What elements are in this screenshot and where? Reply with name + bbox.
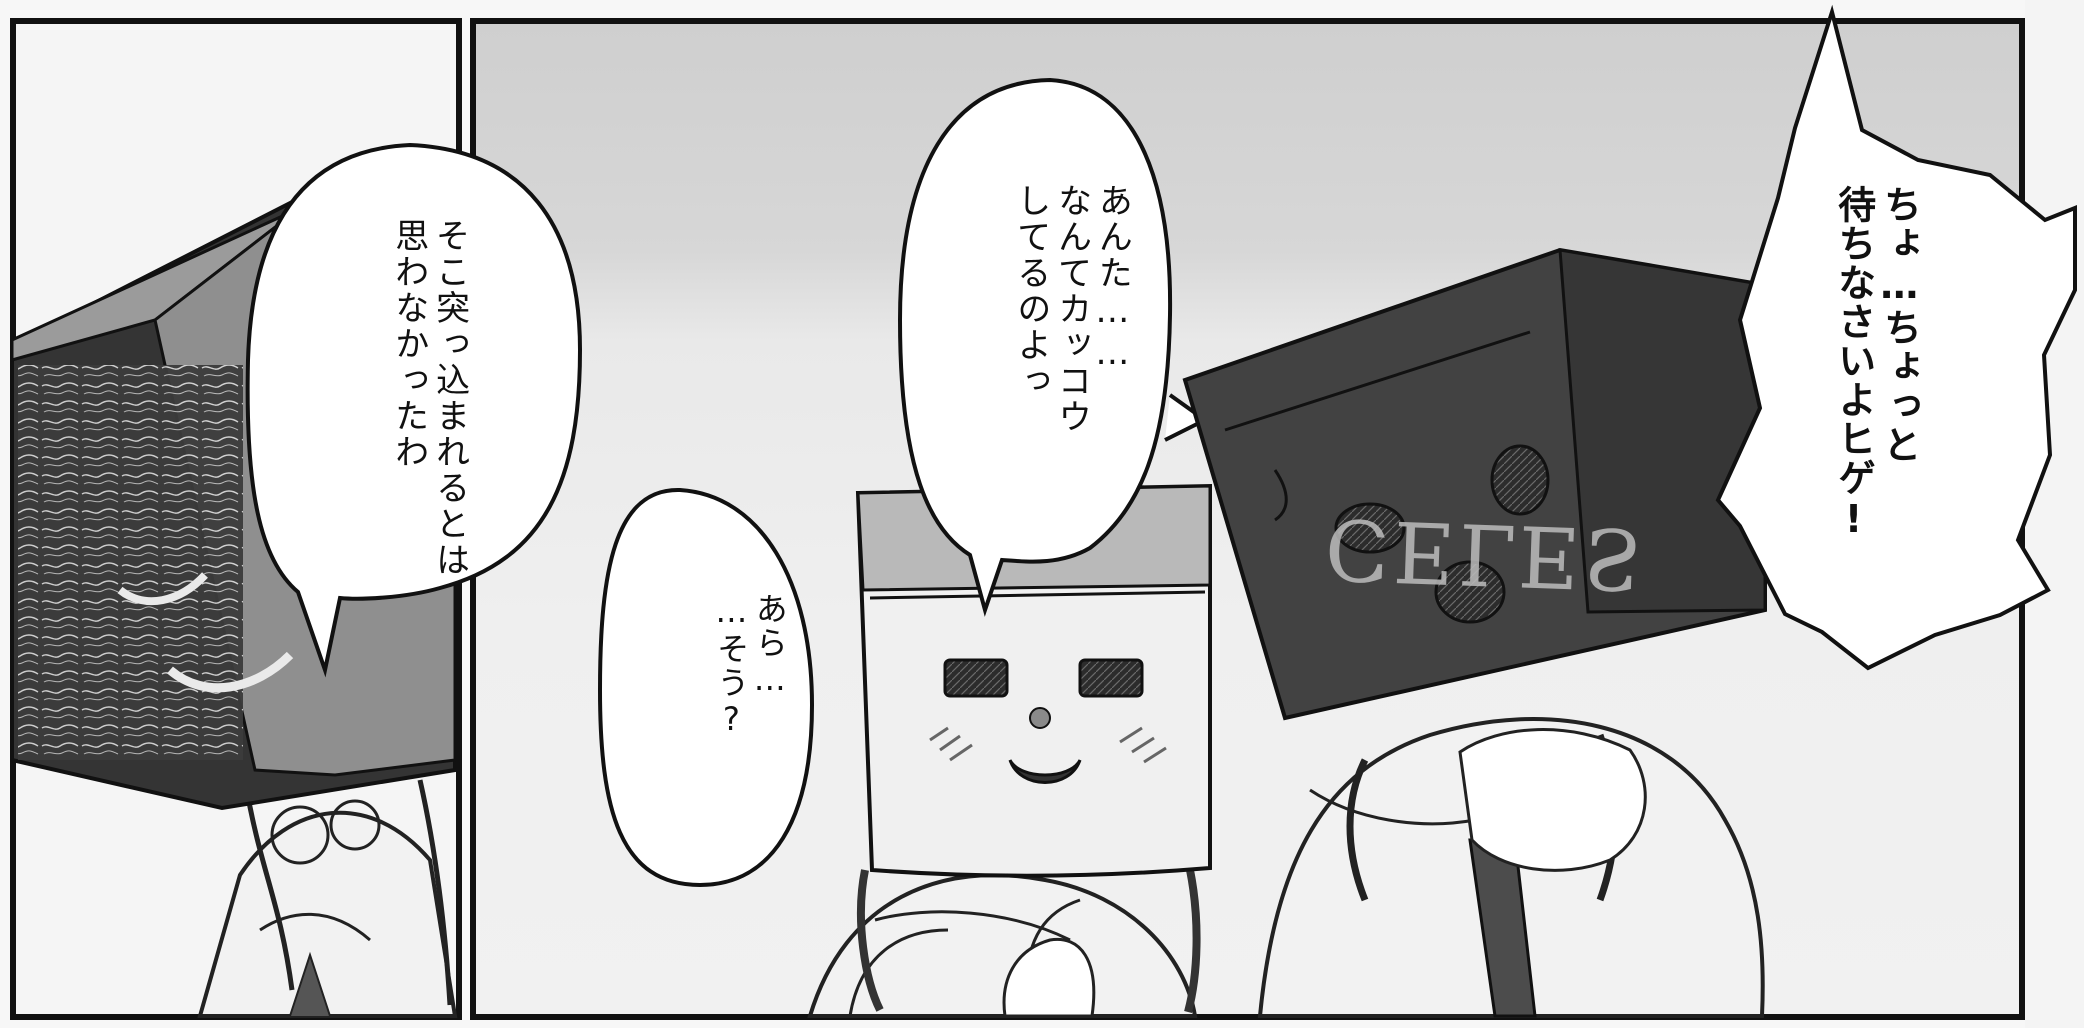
right-bubble-text: ちょ…ちょっと 待ちなさいよヒゲ!	[1831, 185, 1922, 542]
center-character-art	[807, 483, 1212, 1018]
left-speech-bubble	[245, 142, 583, 678]
small-bubble-text: あら… …そう?	[712, 592, 789, 740]
right-character-art	[1182, 247, 1767, 1018]
page-margin-right	[2025, 0, 2084, 1028]
right-shout-bubble	[1715, 4, 2077, 671]
small-speech-bubble	[597, 487, 815, 888]
center-bubble-text: あんた…… なんてカッコウ してるのよっ	[1010, 183, 1133, 435]
left-bubble-text: そこ突っ込まれるとは 思わなかったわ	[388, 218, 470, 578]
center-speech-bubble	[897, 77, 1209, 617]
box-label: CELES	[1323, 499, 1647, 609]
